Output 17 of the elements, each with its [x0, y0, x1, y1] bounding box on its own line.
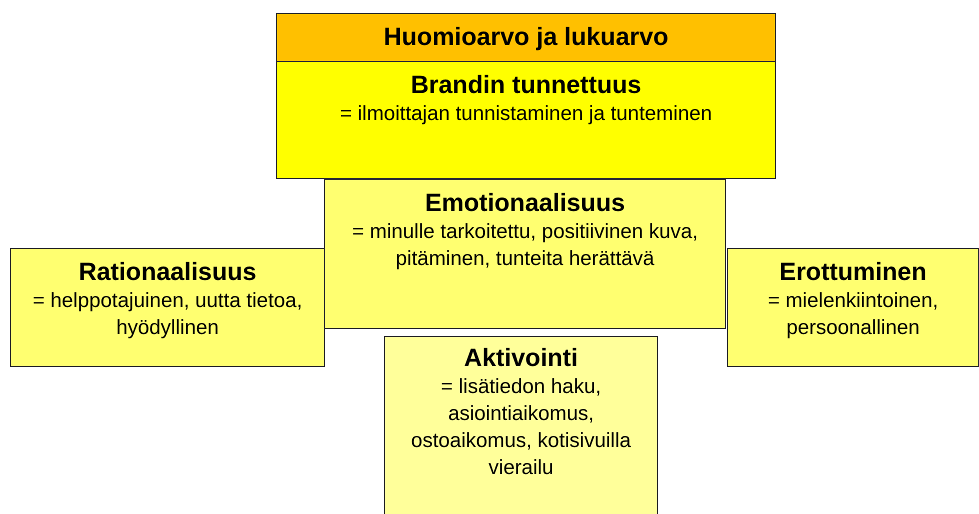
concept-box: [727, 248, 979, 367]
box-heading: Erottuminen: [778, 257, 928, 287]
box-description: = lisätiedon haku, asiointiaikomus, ostoaikomus, kotisivuilla vierailu: [410, 374, 632, 481]
concept-box: [276, 61, 776, 179]
box-heading: Brandin tunnettuus: [410, 70, 642, 100]
header-band: [276, 13, 776, 62]
concept-box: [10, 248, 325, 367]
box-description: = minulle tarkoitettu, positiivinen kuva, pitäminen, tunteita herättävä: [351, 219, 699, 272]
box-heading: Huomioarvo ja lukuarvo: [382, 22, 670, 52]
concept-box: [324, 179, 726, 329]
box-description: = helppotajuinen, uutta tietoa, hyödyllinen: [32, 288, 304, 341]
box-heading: Rationaalisuus: [78, 257, 258, 287]
box-description: = ilmoittajan tunnistaminen ja tunteminen: [338, 101, 714, 127]
concept-box: [384, 336, 658, 514]
box-heading: Aktivointi: [463, 343, 579, 373]
box-heading: Emotionaalisuus: [424, 188, 626, 218]
box-description: = mielenkiintoinen, persoonallinen: [766, 288, 940, 341]
